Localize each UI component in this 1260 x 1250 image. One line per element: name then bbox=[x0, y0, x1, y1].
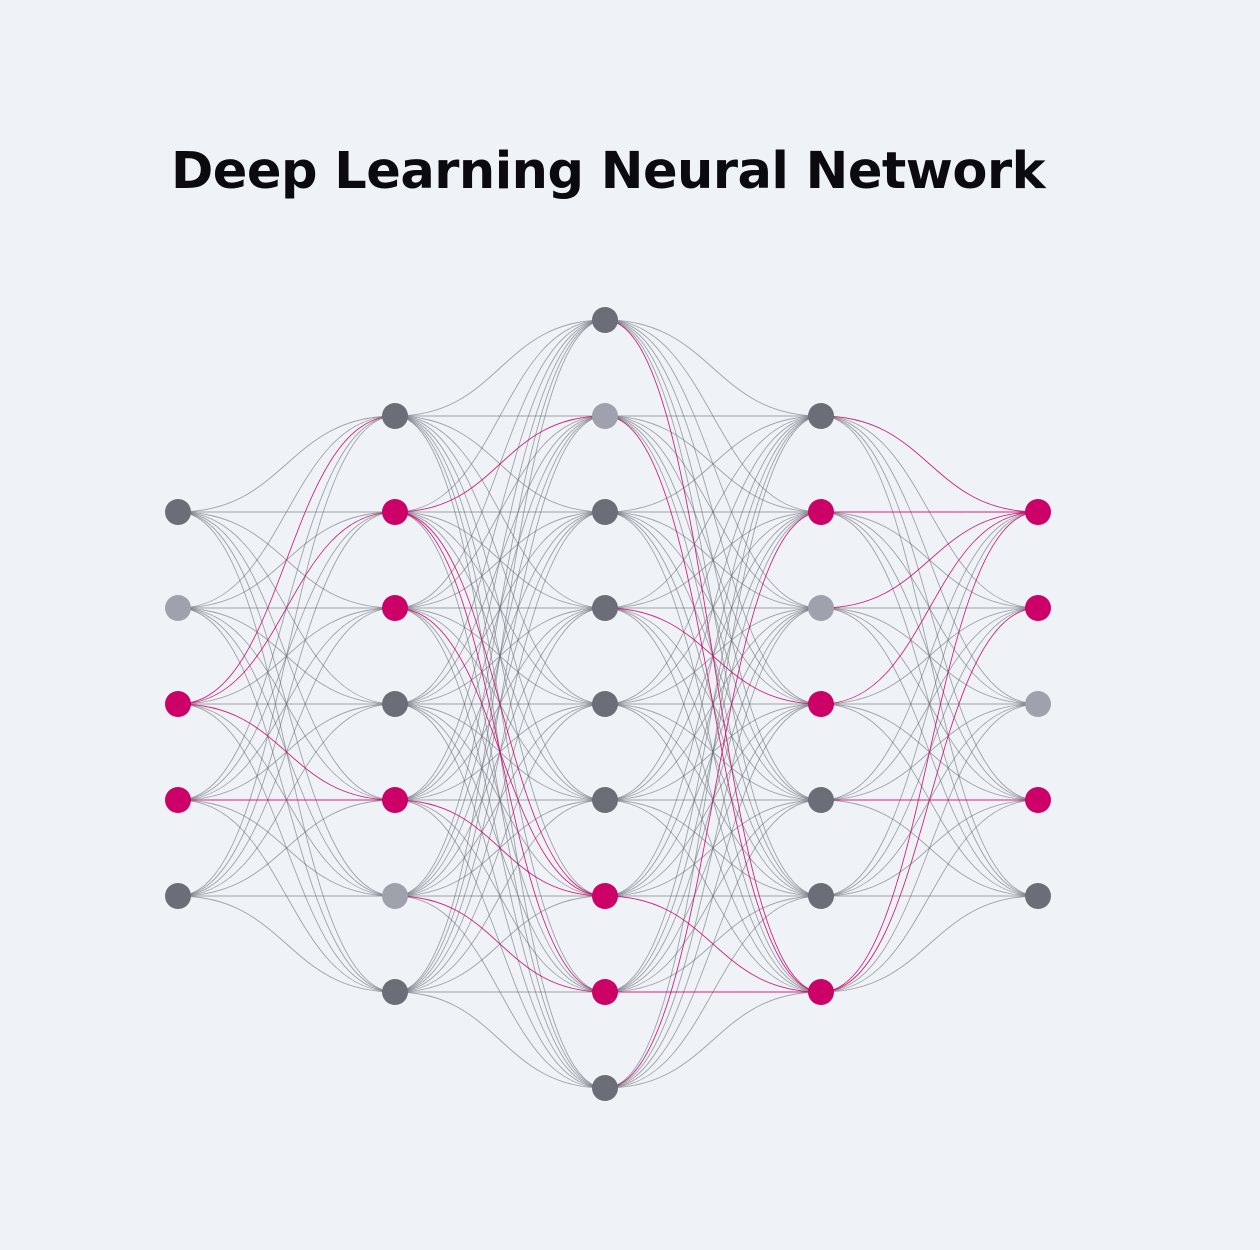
hidden-layer-3-node bbox=[808, 787, 834, 813]
connection-edge bbox=[820, 703, 1039, 993]
input-layer-node bbox=[165, 883, 191, 909]
connection-edge-highlighted bbox=[604, 895, 822, 993]
connection-edge bbox=[604, 703, 822, 1089]
connection-edge bbox=[394, 319, 606, 897]
connection-edge bbox=[820, 511, 1039, 801]
hidden-layer-1-node bbox=[382, 595, 408, 621]
output-layer-node bbox=[1025, 883, 1051, 909]
connection-edge bbox=[394, 319, 606, 993]
connection-edge bbox=[604, 991, 822, 1089]
hidden-layer-2-node bbox=[592, 787, 618, 813]
edges-accent bbox=[177, 319, 1039, 1089]
connection-edge-highlighted bbox=[820, 415, 1039, 513]
connection-edge-highlighted bbox=[820, 511, 1039, 993]
hidden-layer-2-node bbox=[592, 691, 618, 717]
connection-edge bbox=[820, 895, 1039, 993]
connection-edge bbox=[394, 319, 606, 513]
hidden-layer-2-node bbox=[592, 595, 618, 621]
connection-edge bbox=[604, 415, 822, 609]
connection-edge bbox=[604, 607, 822, 1089]
connection-edge-highlighted bbox=[820, 607, 1039, 993]
hidden-layer-3-node bbox=[808, 691, 834, 717]
connection-edge-highlighted bbox=[394, 895, 606, 993]
connection-edge bbox=[177, 799, 396, 897]
connection-edge bbox=[604, 415, 822, 1089]
connection-edge bbox=[394, 319, 606, 705]
output-layer-node bbox=[1025, 595, 1051, 621]
hidden-layer-2-node bbox=[592, 883, 618, 909]
connection-edge bbox=[177, 895, 396, 993]
connection-edge bbox=[177, 415, 396, 609]
connection-edge bbox=[394, 319, 606, 801]
connection-edge-highlighted bbox=[604, 511, 822, 1089]
output-layer-node bbox=[1025, 691, 1051, 717]
input-layer-node bbox=[165, 787, 191, 813]
hidden-layer-3-node bbox=[808, 403, 834, 429]
hidden-layer-3-node bbox=[808, 883, 834, 909]
hidden-layer-1-node bbox=[382, 787, 408, 813]
input-layer-node bbox=[165, 499, 191, 525]
connection-edge bbox=[394, 319, 606, 417]
hidden-layer-1-node bbox=[382, 979, 408, 1005]
connection-edge-highlighted bbox=[394, 415, 606, 513]
hidden-layer-1-node bbox=[382, 499, 408, 525]
hidden-layer-3-node bbox=[808, 499, 834, 525]
connection-edge-highlighted bbox=[177, 703, 396, 801]
connection-edge bbox=[604, 415, 822, 705]
nodes bbox=[165, 307, 1051, 1101]
connection-edge-highlighted bbox=[177, 511, 396, 705]
input-layer-node bbox=[165, 691, 191, 717]
hidden-layer-1-node bbox=[382, 403, 408, 429]
connection-edge bbox=[820, 799, 1039, 993]
hidden-layer-1-node bbox=[382, 883, 408, 909]
connection-edge-highlighted bbox=[394, 511, 606, 897]
hidden-layer-2-node bbox=[592, 403, 618, 429]
connection-edge bbox=[604, 415, 822, 513]
connection-edge bbox=[394, 607, 606, 993]
connection-edge-highlighted bbox=[604, 607, 822, 705]
output-layer-node bbox=[1025, 787, 1051, 813]
connection-edge-highlighted bbox=[604, 415, 822, 993]
connection-edge-highlighted bbox=[820, 511, 1039, 705]
connection-edge-highlighted bbox=[177, 415, 396, 705]
hidden-layer-3-node bbox=[808, 595, 834, 621]
connection-edge-highlighted bbox=[820, 511, 1039, 609]
connection-edge bbox=[820, 511, 1039, 897]
hidden-layer-2-node bbox=[592, 499, 618, 525]
output-layer-node bbox=[1025, 499, 1051, 525]
connection-edge-highlighted bbox=[394, 607, 606, 897]
input-layer-node bbox=[165, 595, 191, 621]
connection-edge bbox=[394, 799, 606, 993]
connection-edge bbox=[394, 991, 606, 1089]
connection-edge bbox=[604, 415, 822, 801]
hidden-layer-2-node bbox=[592, 307, 618, 333]
hidden-layer-3-node bbox=[808, 979, 834, 1005]
connection-edge bbox=[177, 415, 396, 513]
connection-edge bbox=[177, 415, 396, 897]
connection-edge-highlighted bbox=[394, 799, 606, 897]
hidden-layer-1-node bbox=[382, 691, 408, 717]
hidden-layer-2-node bbox=[592, 1075, 618, 1101]
connection-edge bbox=[604, 319, 822, 417]
hidden-layer-2-node bbox=[592, 979, 618, 1005]
diagram-title: Deep Learning Neural Network bbox=[170, 142, 1046, 201]
connection-edge bbox=[177, 511, 396, 897]
